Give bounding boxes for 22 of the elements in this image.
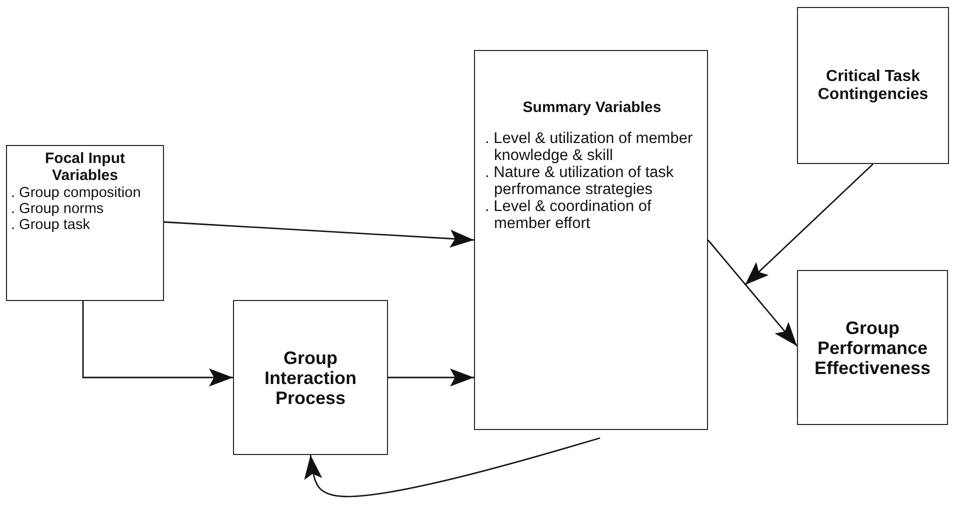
- bullet-item: . Group norms: [11, 201, 105, 217]
- bullet-item: . Level & utilization of member knowledge & skill: [485, 130, 694, 164]
- bullet-item: . Group composition: [11, 185, 142, 201]
- bullet-item: . Group task: [11, 217, 91, 233]
- box: [474, 50, 708, 430]
- arrow: [82, 301, 233, 386]
- box: [797, 7, 949, 164]
- box: [233, 300, 388, 455]
- bullet-item: . Level & coordination of member effort: [485, 198, 652, 232]
- arrow: [744, 164, 874, 286]
- box-heading: Focal Input Variables: [44, 150, 126, 184]
- box: [6, 145, 164, 301]
- feedback-arrow: [304, 437, 600, 498]
- arrow: [388, 368, 474, 386]
- box-label: Critical Task Contingencies: [816, 68, 930, 104]
- bullet-item: . Nature & utilization of task perfromance strategies: [485, 164, 675, 198]
- box: [797, 270, 948, 425]
- box-heading: Summary Variables: [522, 99, 662, 116]
- arrow: [164, 221, 474, 248]
- box-label: Group Performance Effectiveness: [813, 318, 932, 378]
- box-label: Group Interaction Process: [263, 348, 358, 408]
- arrow: [707, 240, 798, 346]
